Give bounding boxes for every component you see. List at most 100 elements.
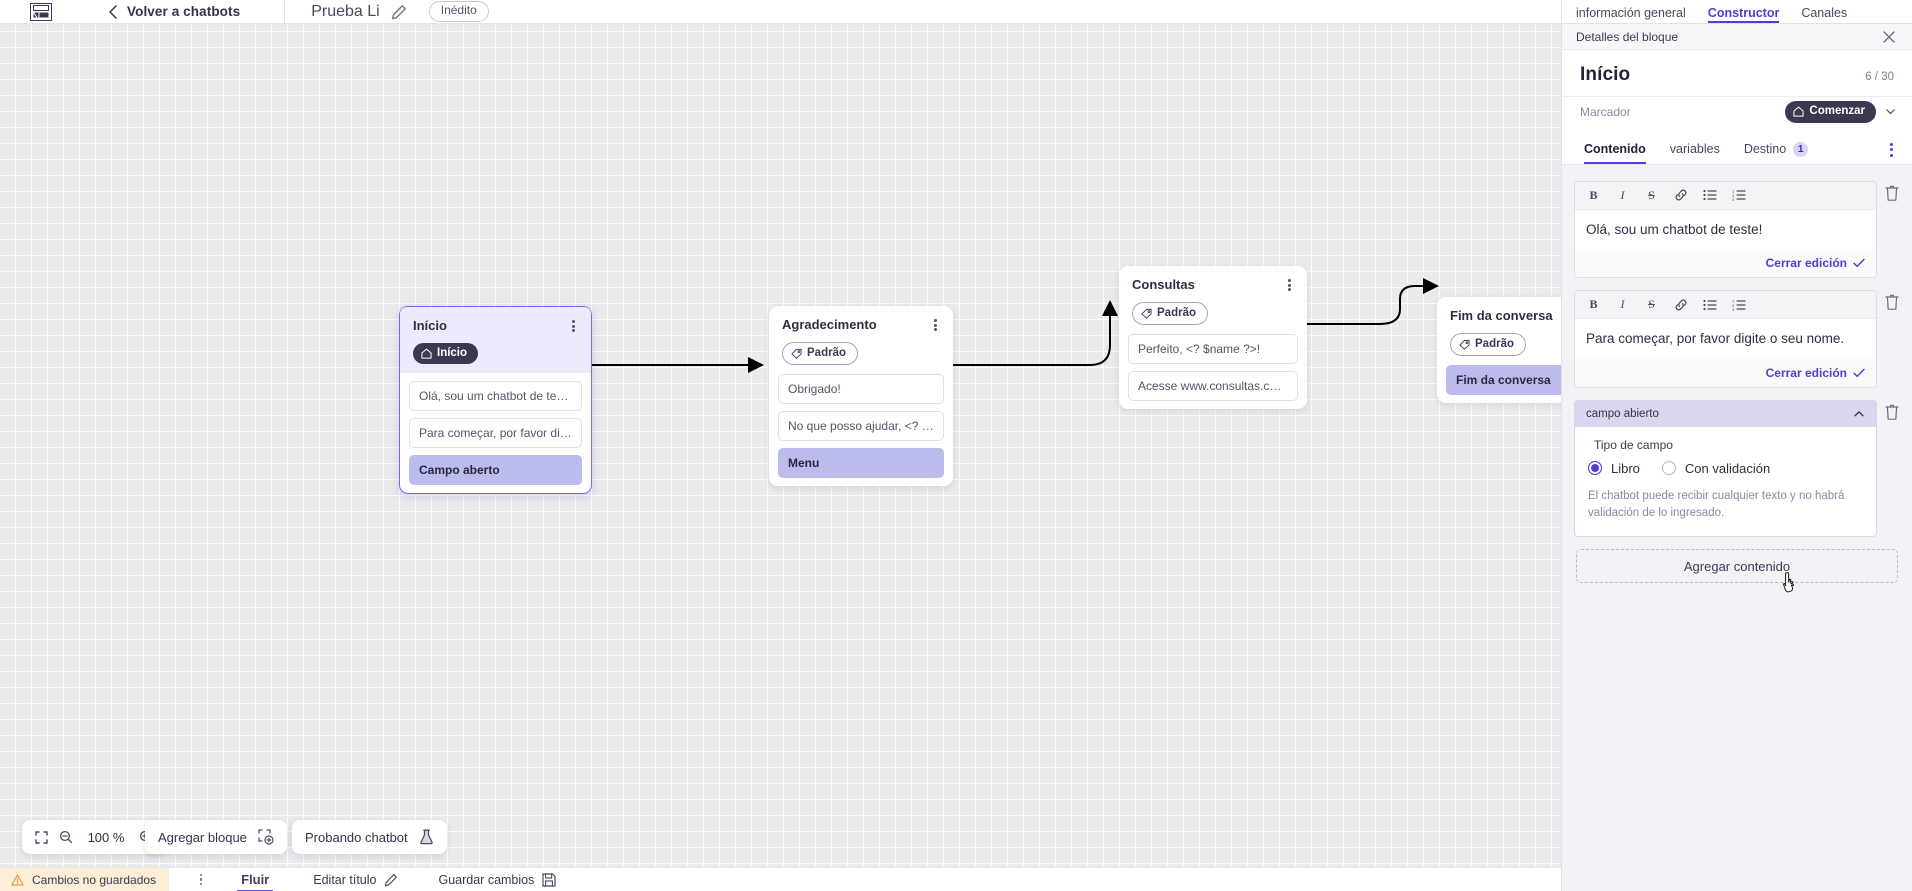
close-icon[interactable] [1882, 30, 1896, 44]
content-block: B I S [1574, 290, 1900, 388]
check-icon [1853, 258, 1865, 268]
block-details-panel: información general Constructor Canales … [1561, 0, 1912, 891]
node-message-highlight[interactable]: Fim da conversa [1446, 365, 1561, 396]
tab-fluir[interactable]: Fluir [237, 868, 273, 891]
link-icon[interactable] [1673, 297, 1688, 312]
bottom-more-options-icon[interactable] [191, 870, 211, 890]
back-to-chatbots-button[interactable]: Volver a chatbots [108, 0, 240, 24]
node-header: Agradecimento Padrão [769, 306, 953, 366]
rich-text-editor[interactable]: B I S [1574, 180, 1877, 279]
bold-icon[interactable]: B [1589, 187, 1598, 202]
editor-footer: Cerrar edición [1575, 358, 1876, 387]
bullet-list-icon[interactable] [1702, 297, 1717, 312]
edit-title-button[interactable]: Editar título [313, 873, 398, 887]
node-message[interactable]: Olá, sou um chatbot de teste! [409, 381, 582, 412]
topbar-divider [284, 0, 286, 24]
node-title: Consultas [1132, 277, 1195, 292]
tab-contenido[interactable]: Contenido [1584, 134, 1646, 164]
italic-icon[interactable]: I [1620, 297, 1625, 312]
chevron-down-icon[interactable] [1885, 106, 1896, 117]
svg-text:3: 3 [1732, 197, 1735, 201]
tag-icon [791, 348, 802, 359]
flow-node-agradecimento[interactable]: Agradecimento Padrão Obrigado! No que po… [769, 306, 953, 487]
save-changes-button[interactable]: Guardar cambios [438, 873, 556, 887]
warning-triangle-icon [11, 873, 24, 886]
tab-destino[interactable]: Destino 1 [1744, 134, 1809, 164]
node-options-icon[interactable] [566, 318, 580, 334]
edit-title-label: Editar título [313, 872, 377, 887]
bottom-bar: Cambios no guardados Fluir Editar título… [0, 867, 1561, 891]
node-options-icon[interactable] [928, 317, 942, 333]
node-message[interactable]: Para começar, por favor digite o ... [409, 418, 582, 449]
node-body: Obrigado! No que posso ajudar, <? $name … [769, 374, 953, 479]
panel-subheader: Detalles del bloque [1562, 24, 1912, 50]
svg-text:2: 2 [1732, 302, 1735, 307]
fit-screen-icon[interactable] [35, 830, 48, 844]
delete-block-icon[interactable] [1884, 184, 1900, 202]
italic-icon[interactable]: I [1620, 187, 1625, 202]
add-block-button[interactable]: Agregar bloque [145, 820, 287, 854]
panel-more-options-icon[interactable] [1883, 142, 1899, 158]
strikethrough-icon[interactable]: S [1648, 187, 1655, 202]
field-type-label: Tipo de campo [1594, 437, 1673, 452]
flow-canvas[interactable]: Início Início Olá, sou um chatbot de tes… [0, 24, 1561, 867]
tab-variables-label: variables [1669, 142, 1720, 156]
node-message[interactable]: Acesse www.consultas.com par... [1128, 371, 1298, 402]
panel-content-scroll[interactable]: B I S [1562, 164, 1912, 891]
app-logo-icon[interactable] [26, 0, 56, 24]
panel-subheader-label: Detalles del bloque [1576, 29, 1679, 44]
panel-block-count: 6 / 30 [1865, 71, 1894, 83]
flow-node-fim-da-conversa[interactable]: Fim da conversa Padrão Fim da conversa [1437, 297, 1561, 404]
tab-canales[interactable]: Canales [1801, 6, 1848, 20]
node-header: Fim da conversa Padrão [1437, 297, 1561, 357]
tab-constructor[interactable]: Constructor [1708, 6, 1780, 23]
node-pill-label: Padrão [1475, 337, 1514, 350]
add-content-button[interactable]: Agregar contenido [1576, 549, 1898, 584]
tab-variables[interactable]: variables [1670, 134, 1720, 164]
node-options-icon[interactable] [1282, 277, 1296, 293]
chevron-up-icon[interactable] [1853, 408, 1865, 420]
flow-node-inicio[interactable]: Início Início Olá, sou um chatbot de tes… [399, 306, 592, 495]
numbered-list-icon[interactable]: 1 2 3 [1731, 297, 1746, 312]
add-block-label: Agregar bloque [158, 829, 247, 845]
panel-tabs: información general Constructor Canales [1562, 0, 1912, 24]
radio-con-validacion[interactable]: Con validación [1661, 461, 1770, 476]
radio-libro[interactable]: Libro [1588, 461, 1640, 476]
editor-text-value[interactable]: Para começar, por favor digite o seu nom… [1575, 319, 1876, 359]
node-message-highlight[interactable]: Menu [778, 448, 944, 479]
delete-block-icon[interactable] [1884, 293, 1900, 311]
rich-text-editor[interactable]: B I S [1574, 290, 1877, 388]
delete-field-icon[interactable] [1884, 403, 1900, 421]
bold-icon[interactable]: B [1589, 297, 1598, 312]
tab-informacion-general[interactable]: información general [1576, 6, 1686, 20]
strikethrough-icon[interactable]: S [1648, 297, 1655, 312]
node-pill-label: Padrão [1157, 306, 1196, 319]
node-message[interactable]: No que posso ajudar, <? $name ... [778, 411, 944, 442]
zoom-out-icon[interactable] [59, 830, 73, 844]
editor-text-value[interactable]: Olá, sou um chatbot de teste! [1575, 209, 1876, 250]
node-body: Fim da conversa [1437, 365, 1561, 396]
link-icon[interactable] [1673, 188, 1688, 203]
node-message[interactable]: Perfeito, <? $name ?>! [1128, 334, 1298, 365]
node-message-highlight[interactable]: Campo aberto [409, 455, 582, 486]
pencil-icon [385, 873, 398, 886]
close-edit-label: Cerrar edición [1765, 365, 1847, 380]
editor-toolbar: B I S [1575, 291, 1876, 320]
node-message[interactable]: Obrigado! [778, 374, 944, 405]
close-edit-button[interactable]: Cerrar edición [1766, 256, 1865, 270]
back-label: Volver a chatbots [127, 4, 241, 19]
close-edit-button[interactable]: Cerrar edición [1766, 366, 1865, 380]
marker-control[interactable]: Comenzar [1785, 101, 1896, 123]
test-chatbot-button[interactable]: Probando chatbot [292, 820, 447, 854]
add-block-icon [258, 829, 274, 845]
flow-node-consultas[interactable]: Consultas Padrão Perfeito, <? $name ?>! … [1119, 266, 1307, 410]
numbered-list-icon[interactable]: 1 2 3 [1731, 188, 1746, 203]
status-badge: Inédito [428, 1, 489, 22]
bullet-list-icon[interactable] [1702, 188, 1717, 203]
node-pill-start: Início [413, 342, 479, 365]
node-title: Fim da conversa [1450, 308, 1553, 323]
marker-value-pill[interactable]: Comenzar [1785, 101, 1876, 123]
home-icon [421, 348, 432, 359]
campo-abierto-header[interactable]: campo abierto [1575, 400, 1876, 427]
pencil-icon[interactable] [391, 4, 407, 20]
